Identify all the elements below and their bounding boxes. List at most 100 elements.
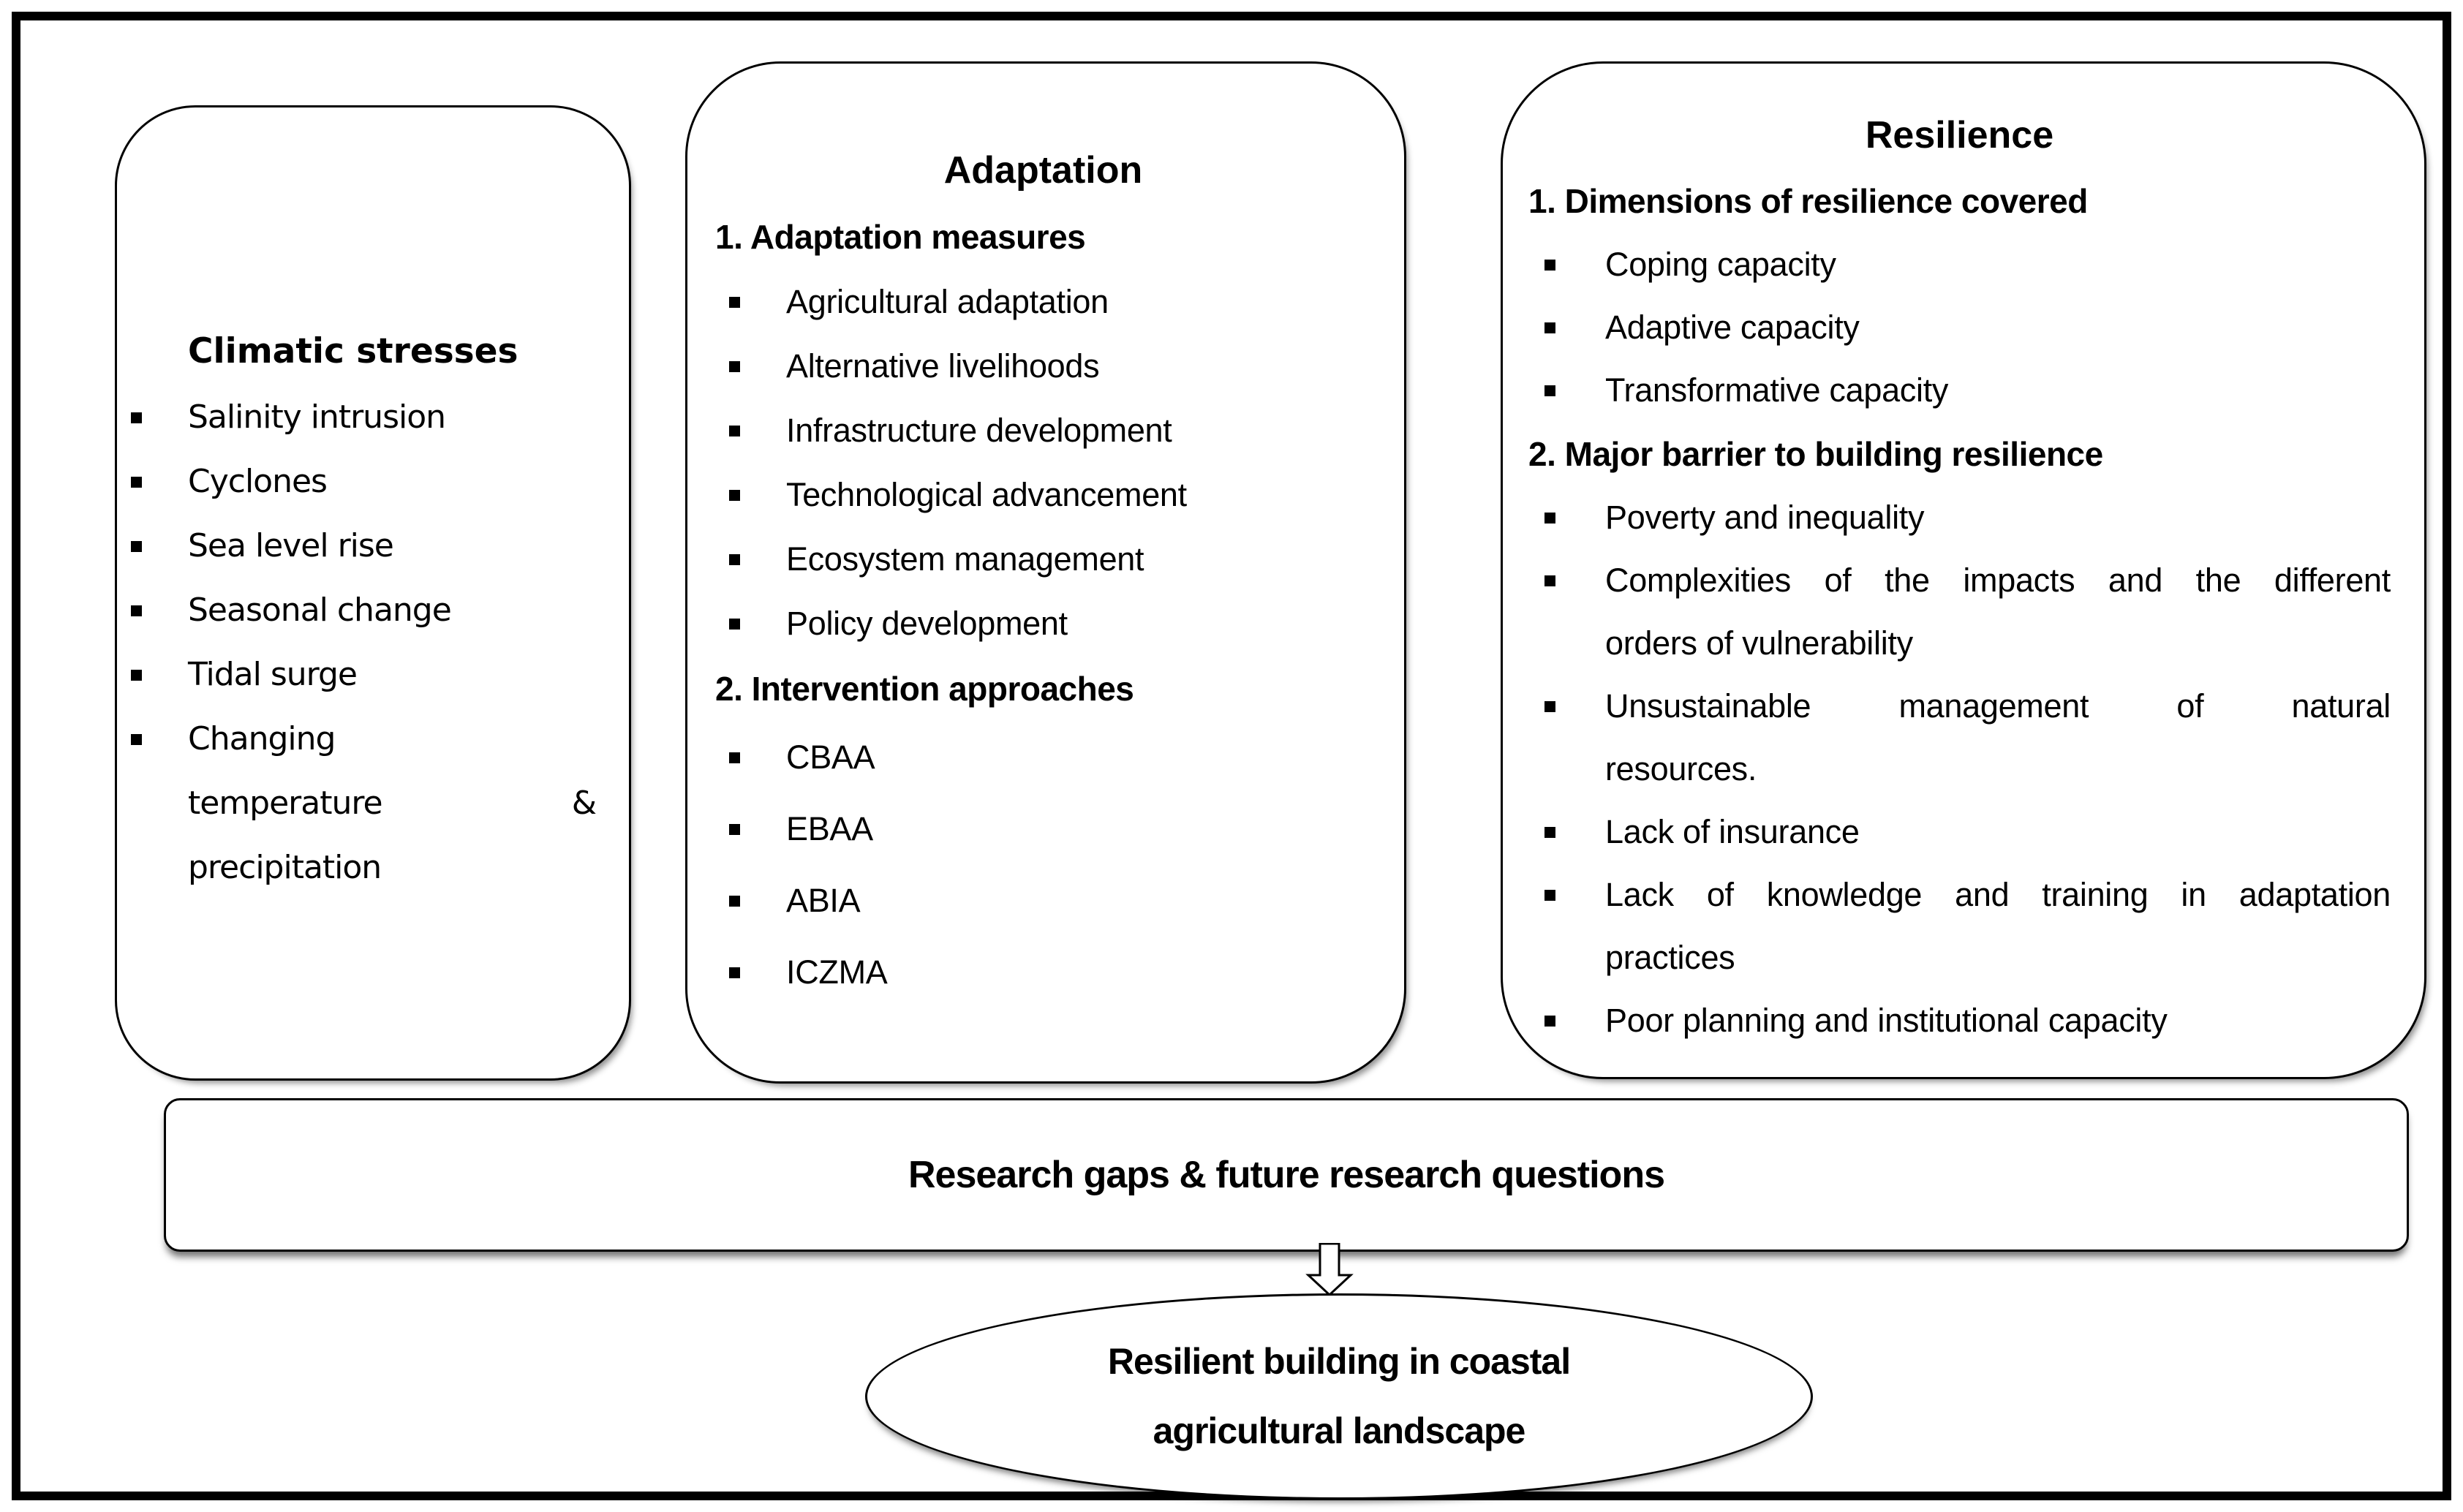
bullet-square-icon [131, 605, 142, 616]
list-item-line3: precipitation [188, 849, 382, 886]
list-item-multiline: Complexities of the impacts and the diff… [1528, 549, 2391, 675]
list-item: CBAA [715, 722, 1371, 793]
list-item-line2-left: temperature [188, 785, 383, 822]
list-item-label: ICZMA [786, 953, 888, 991]
list-item: Seasonal change [131, 578, 596, 643]
bullet-square-icon [729, 824, 740, 835]
bullet-square-icon [729, 297, 740, 308]
list-item: Poverty and inequality [1528, 486, 2391, 549]
bullet-square-icon [1544, 827, 1555, 838]
adaptation-box: Adaptation 1. Adaptation measures Agricu… [685, 61, 1406, 1084]
list-item: Agricultural adaptation [715, 270, 1371, 334]
adaptation-box-title: Adaptation [943, 149, 1143, 192]
list-item-label: Sea level rise [188, 527, 394, 564]
list-item-label: ABIA [786, 882, 861, 919]
list-item-multiline: Lack of knowledge and training in adapta… [1528, 863, 2391, 989]
adaptation-measures-heading: 1. Adaptation measures [715, 218, 1086, 256]
list-item-line2: resources. [1605, 750, 1757, 787]
list-item-line2-ampersand: & [571, 785, 597, 822]
bullet-square-icon [729, 619, 740, 630]
list-item-label: EBAA [786, 810, 873, 847]
resilience-box: Resilience 1. Dimensions of resilience c… [1501, 61, 2426, 1079]
research-gaps-label: Research gaps & future research question… [908, 1154, 1665, 1196]
list-item-line1: Complexities of the impacts and the diff… [1605, 562, 2391, 599]
bullet-square-icon [729, 752, 740, 763]
list-item: Alternative livelihoods [715, 334, 1371, 398]
list-item-label: CBAA [786, 738, 875, 776]
list-item-label: Alternative livelihoods [786, 347, 1100, 385]
bullet-square-icon [729, 361, 740, 372]
outcome-line2: agricultural landscape [1153, 1410, 1526, 1451]
bullet-square-icon [1544, 1016, 1555, 1027]
list-item-label: Technological advancement [786, 476, 1187, 513]
list-item-label: Transformative capacity [1605, 371, 1949, 409]
bullet-square-icon [131, 734, 142, 745]
list-item-label: Adaptive capacity [1605, 309, 1860, 346]
list-item-line2: orders of vulnerability [1605, 624, 1913, 662]
list-item: Coping capacity [1528, 233, 2391, 296]
bullet-square-icon [1544, 260, 1555, 271]
list-item-label: Ecosystem management [786, 540, 1144, 578]
bullet-square-icon [1544, 890, 1555, 901]
resilience-barriers-list: Poverty and inequality Complexities of t… [1528, 486, 2391, 1052]
list-item: Poor planning and institutional capacity [1528, 989, 2391, 1052]
list-item-line1: Unsustainable management of natural [1605, 687, 2391, 725]
list-item: Sea level rise [131, 514, 596, 578]
bullet-square-icon [1544, 322, 1555, 333]
climatic-stresses-list: Salinity intrusion Cyclones Sea level ri… [131, 385, 597, 900]
list-item: Policy development [715, 591, 1371, 656]
bullet-square-icon [729, 896, 740, 907]
list-item: ICZMA [715, 937, 1371, 1008]
research-gaps-bar: Research gaps & future research question… [164, 1098, 2409, 1252]
list-item: Tidal surge [131, 643, 596, 707]
list-item-label: Poverty and inequality [1605, 499, 1925, 536]
list-item: Ecosystem management [715, 527, 1371, 591]
list-item-label: Policy development [786, 605, 1068, 642]
intervention-approaches-list: CBAA EBAA ABIA ICZMA [715, 722, 1371, 1008]
list-item: Technological advancement [715, 463, 1371, 527]
resilience-dimensions-list: Coping capacity Adaptive capacity Transf… [1528, 233, 2391, 422]
list-item-label: Seasonal change [188, 591, 452, 629]
outcome-ellipse: Resilient building in coastal agricultur… [865, 1293, 1813, 1500]
list-item-label: Lack of insurance [1605, 813, 1860, 850]
bullet-square-icon [729, 490, 740, 501]
bullet-square-icon [1544, 513, 1555, 523]
bullet-square-icon [131, 477, 142, 488]
climatic-stresses-box: Climatic stresses Salinity intrusion Cyc… [115, 105, 631, 1081]
intervention-approaches-heading: 2. Intervention approaches [715, 670, 1134, 708]
list-item: EBAA [715, 793, 1371, 865]
list-item-line2: practices [1605, 939, 1735, 976]
resilience-box-title: Resilience [1865, 114, 2054, 156]
list-item-multiline: Changing temperature & precipitation [131, 707, 597, 900]
bullet-square-icon [131, 412, 142, 423]
bullet-square-icon [729, 967, 740, 978]
list-item: ABIA [715, 865, 1371, 937]
list-item-line2: temperature & [188, 771, 597, 836]
bullet-square-icon [729, 426, 740, 436]
list-item: Adaptive capacity [1528, 296, 2391, 359]
list-item: Infrastructure development [715, 398, 1371, 463]
resilience-barriers-heading: 2. Major barrier to building resilience [1528, 435, 2103, 473]
list-item: Lack of insurance [1528, 801, 2391, 863]
list-item: Salinity intrusion [131, 385, 596, 450]
adaptation-measures-list: Agricultural adaptation Alternative live… [715, 270, 1371, 656]
list-item-label: Coping capacity [1605, 246, 1836, 283]
list-item-multiline: Unsustainable management of natural reso… [1528, 675, 2391, 801]
bullet-square-icon [1544, 575, 1555, 586]
list-item-label: Salinity intrusion [188, 398, 446, 436]
resilience-dimensions-heading: 1. Dimensions of resilience covered [1528, 182, 2088, 220]
bullet-square-icon [1544, 701, 1555, 712]
list-item-label: Tidal surge [188, 656, 358, 693]
list-item-label: Agricultural adaptation [786, 283, 1109, 320]
list-item-label: Infrastructure development [786, 412, 1172, 449]
climatic-box-title: Climatic stresses [188, 331, 518, 371]
list-item: Cyclones [131, 450, 596, 514]
list-item-line1: Lack of knowledge and training in adapta… [1605, 876, 2391, 913]
outcome-line1: Resilient building in coastal [1107, 1341, 1571, 1382]
adaptation-content: Adaptation 1. Adaptation measures Agricu… [687, 64, 1404, 1008]
list-item: Transformative capacity [1528, 359, 2391, 422]
down-block-arrow-icon [1305, 1243, 1354, 1297]
bullet-square-icon [729, 554, 740, 565]
list-item-label: Poor planning and institutional capacity [1605, 1002, 2168, 1039]
